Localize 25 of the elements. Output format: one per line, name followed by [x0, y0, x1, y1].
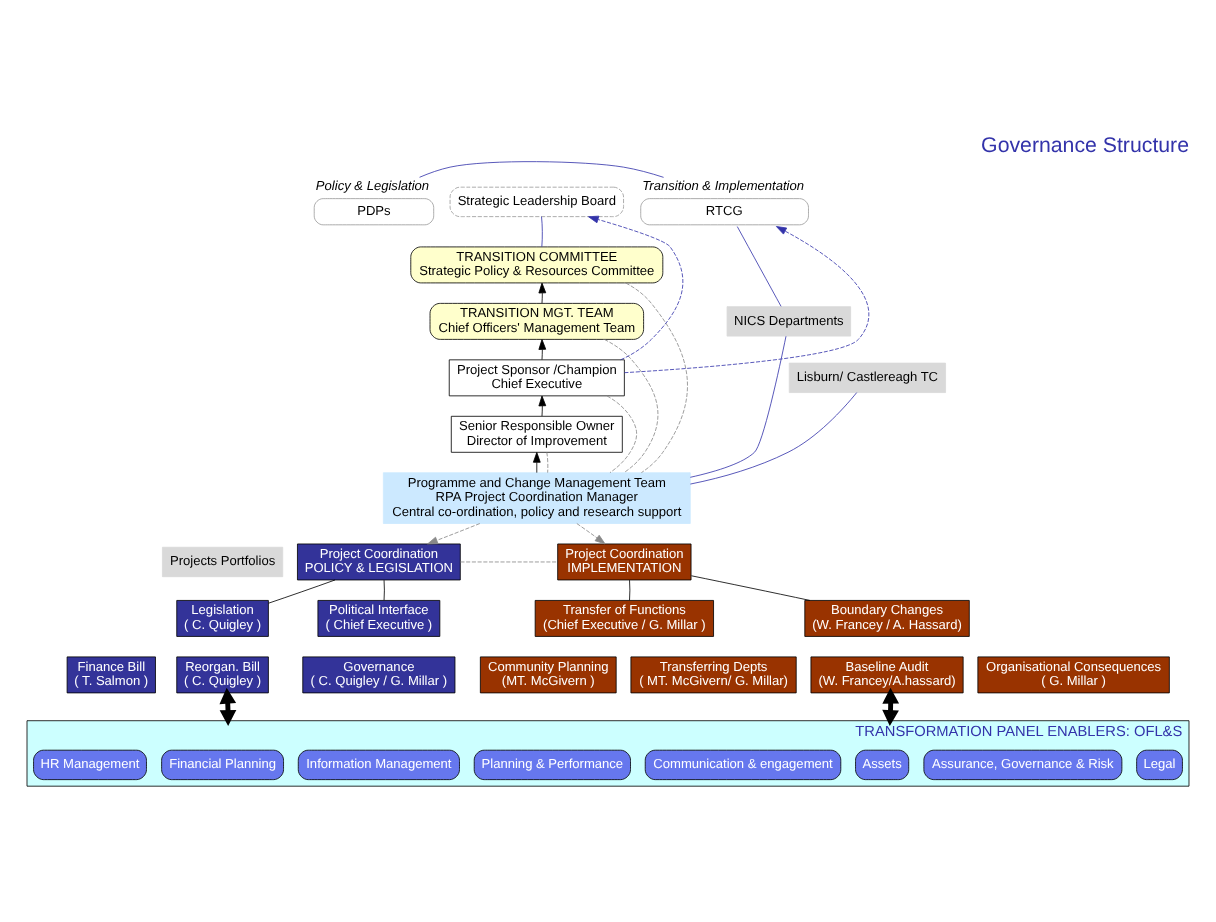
connector — [268, 578, 336, 603]
connector — [606, 394, 638, 473]
connector — [689, 334, 787, 477]
connector — [383, 578, 385, 600]
connector — [419, 160, 664, 177]
arrow — [624, 225, 869, 373]
connector — [691, 574, 811, 600]
connector — [604, 338, 659, 473]
connector — [459, 560, 558, 562]
arrow — [538, 281, 547, 303]
arrow — [538, 338, 547, 360]
arrow — [882, 686, 900, 725]
connector — [625, 281, 688, 473]
diagram-title: Governance Structure — [981, 132, 1190, 157]
connector — [736, 225, 782, 306]
arrow — [427, 522, 481, 544]
arrow — [576, 522, 606, 544]
connector — [541, 215, 543, 247]
arrow — [538, 394, 547, 416]
connector — [629, 578, 631, 600]
connector — [546, 451, 549, 473]
arrow — [219, 686, 237, 725]
connector — [690, 391, 858, 484]
arrow — [532, 451, 541, 473]
arrow — [588, 214, 684, 360]
